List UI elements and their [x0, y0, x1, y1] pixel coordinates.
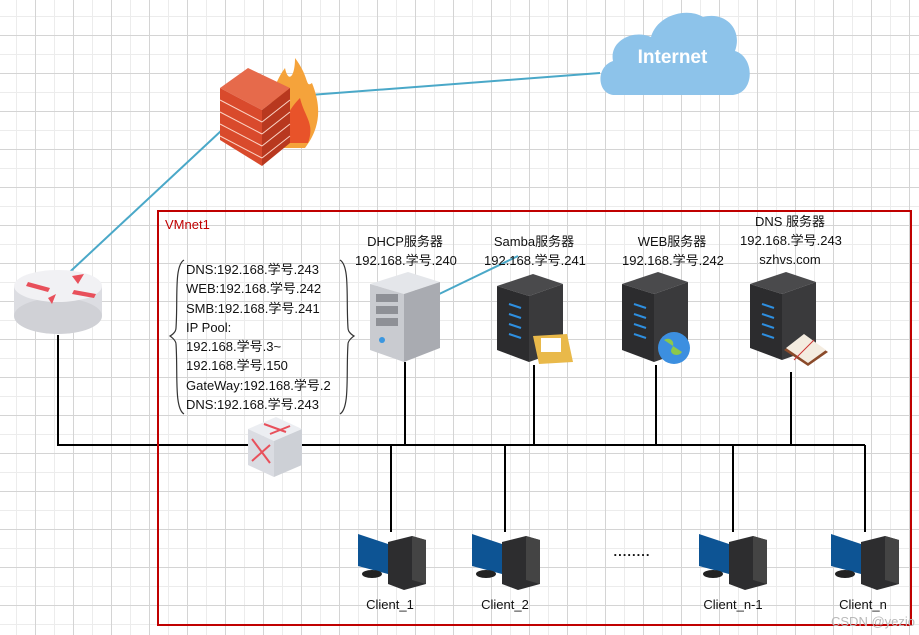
switch-icon	[248, 417, 302, 477]
server-name: WEB服务器	[637, 234, 707, 249]
server-ip: 192.168.学号.240	[355, 253, 457, 268]
router-icon	[14, 270, 102, 334]
client-label: Client_1	[366, 597, 414, 612]
client-label: Client_n-1	[703, 597, 763, 612]
server-name: DHCP服务器	[367, 234, 443, 249]
config-line: WEB:192.168.学号.242	[186, 281, 322, 297]
web-server-label: WEB服务器 192.168.学号.242	[622, 232, 724, 270]
dhcp-server-label: DHCP服务器 192.168.学号.240	[355, 232, 457, 270]
cloud-icon	[600, 12, 750, 96]
config-line: 192.168.学号.150	[186, 358, 288, 374]
dhcp-server-icon	[370, 272, 440, 362]
vmnet-label: VMnet1	[165, 217, 210, 232]
dns-server-icon	[750, 272, 828, 366]
watermark: CSDN @yezio	[831, 614, 915, 629]
config-line: 192.168.学号.3~	[186, 339, 282, 355]
web-server-icon	[622, 272, 690, 364]
client-2-icon	[472, 534, 540, 590]
config-line: GateWay:192.168.学号.2	[186, 377, 331, 393]
folder-icon	[533, 334, 573, 364]
server-ip: 192.168.学号.243	[740, 233, 842, 248]
config-braces	[168, 259, 356, 415]
book-icon	[784, 334, 828, 366]
client-n-1-icon	[699, 534, 767, 590]
client-label: Client_n	[839, 597, 887, 612]
server-name: Samba服务器	[493, 234, 575, 249]
samba-server-label: Samba服务器 192.168.学号.241	[484, 232, 586, 270]
config-line: SMB:192.168.学号.241	[186, 300, 320, 316]
server-name: DNS 服务器	[754, 214, 826, 229]
dhcp-link	[432, 255, 519, 298]
server-ip: 192.168.学号.242	[622, 253, 724, 268]
dhcp-config-list: DNS:192.168.学号.243 WEB:192.168.学号.242 SM…	[186, 260, 331, 414]
firewall-internet-link	[309, 72, 601, 96]
config-line: IP Pool:	[186, 319, 232, 335]
globe-icon	[658, 332, 690, 364]
firewall-icon	[219, 58, 319, 166]
client-n-icon	[831, 534, 899, 590]
vmnet-boundary	[157, 210, 912, 626]
clients-ellipsis: ........	[613, 544, 651, 559]
config-line: DNS:192.168.学号.243	[186, 397, 319, 413]
server-domain: szhvs.com	[759, 252, 821, 267]
client-1-icon	[358, 534, 426, 590]
internet-label: Internet	[637, 47, 708, 68]
client-label: Client_2	[481, 597, 529, 612]
samba-server-icon	[497, 274, 573, 364]
ethernet-bus	[57, 335, 866, 532]
server-ip: 192.168.学号.241	[484, 253, 586, 268]
router-firewall-link	[58, 129, 223, 283]
config-line: DNS:192.168.学号.243	[186, 262, 319, 277]
dns-server-label: DNS 服务器 192.168.学号.243 szhvs.com	[740, 212, 842, 269]
